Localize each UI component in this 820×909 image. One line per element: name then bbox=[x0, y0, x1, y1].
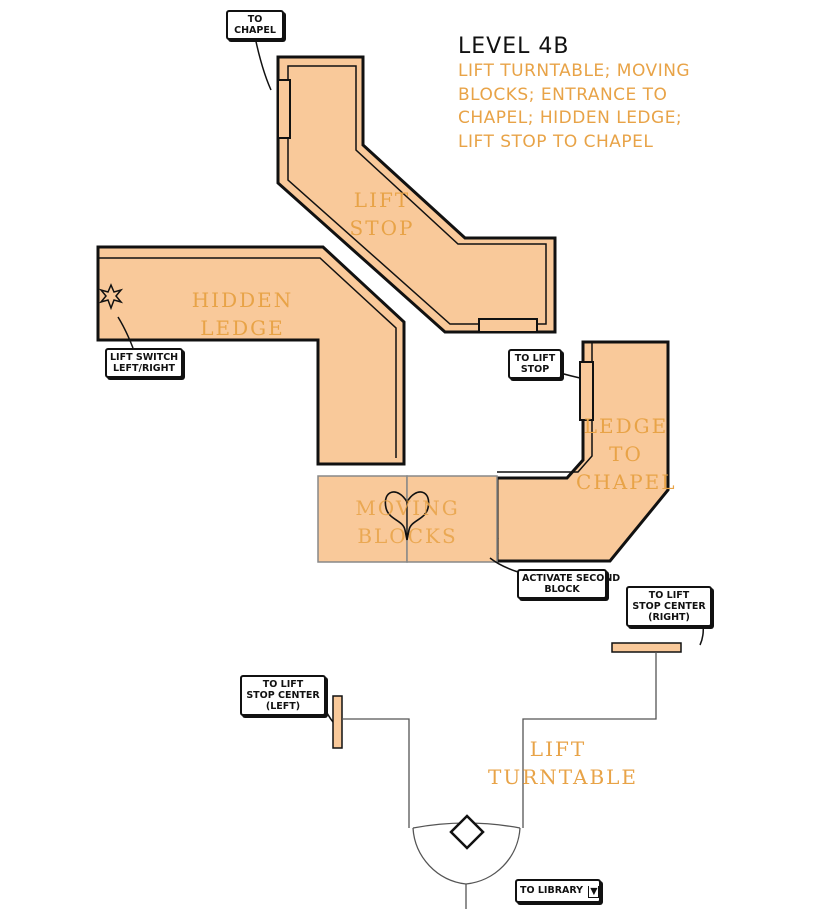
callout-line: STOP CENTER bbox=[246, 690, 320, 701]
moving-block-right[interactable] bbox=[406, 475, 498, 563]
moving-blocks-label: MOVING BLOCKS bbox=[350, 494, 465, 550]
callout-line: STOP bbox=[520, 364, 550, 375]
moving-blocks-area bbox=[317, 475, 498, 563]
area-label-line: STOP bbox=[349, 216, 415, 240]
to-lift-stop-center-left-callout[interactable]: TO LIFT STOP CENTER (LEFT) bbox=[240, 675, 326, 716]
callout-line: TO LIFT bbox=[648, 590, 690, 601]
hidden-ledge-area bbox=[96, 245, 406, 466]
ledge-to-chapel-exit bbox=[579, 361, 594, 421]
callout-line: CHAPEL bbox=[234, 25, 276, 36]
area-label-line: TURNTABLE bbox=[488, 765, 639, 789]
lift-stop-center-left-platform bbox=[332, 695, 343, 749]
callout-line: TO LIFT bbox=[514, 353, 556, 364]
to-library-callout[interactable]: TO LIBRARY ▼ bbox=[515, 879, 601, 903]
callout-line: TO bbox=[247, 14, 263, 25]
to-lift-stop-center-right-callout[interactable]: TO LIFT STOP CENTER (RIGHT) bbox=[626, 586, 712, 627]
lift-stop-bottom-exit bbox=[478, 318, 538, 333]
down-arrow-icon: ▼ bbox=[588, 886, 600, 898]
subtitle-line: LIFT TURNTABLE; MOVING bbox=[458, 61, 691, 81]
area-label-line: LIFT bbox=[529, 737, 587, 761]
subtitle-line: BLOCKS; ENTRANCE TO bbox=[458, 84, 668, 105]
activate-second-block-callout[interactable]: ACTIVATE SECOND BLOCK bbox=[517, 569, 621, 599]
callout-line: LIFT SWITCH bbox=[110, 352, 179, 363]
heart-icon bbox=[384, 491, 430, 541]
level-subtitle: LIFT TURNTABLE; MOVING BLOCKS; ENTRANCE … bbox=[458, 60, 728, 154]
moving-block-left[interactable] bbox=[317, 475, 408, 563]
area-label-line: TO bbox=[609, 442, 643, 466]
ledge-to-chapel-label: LEDGE TO CHAPEL bbox=[576, 412, 676, 496]
lift-turntable-area bbox=[332, 642, 682, 909]
hidden-ledge-label: HIDDEN LEDGE bbox=[191, 288, 294, 340]
area-label-line: LEDGE bbox=[583, 414, 669, 438]
turntable-switch-icon[interactable] bbox=[449, 814, 485, 850]
callout-line: ACTIVATE SECOND bbox=[522, 573, 621, 584]
callout-line: STOP CENTER bbox=[632, 601, 706, 612]
area-label-line: CHAPEL bbox=[576, 470, 677, 494]
subtitle-line: CHAPEL; HIDDEN LEDGE; bbox=[458, 108, 683, 128]
callout-line: LEFT/RIGHT bbox=[112, 363, 176, 374]
lift-stop-label: LIFT STOP bbox=[342, 186, 422, 242]
callout-line: TO LIBRARY bbox=[520, 885, 584, 896]
to-chapel-callout[interactable]: TO CHAPEL bbox=[226, 10, 284, 40]
callout-line: (LEFT) bbox=[265, 701, 301, 712]
lift-stop-center-right-platform bbox=[611, 642, 682, 653]
area-label-line: MOVING bbox=[355, 496, 460, 520]
subtitle-line: LIFT STOP TO CHAPEL bbox=[458, 131, 654, 152]
area-label-line: LIFT bbox=[353, 188, 411, 212]
star-burst-icon bbox=[98, 283, 124, 311]
lift-switch-callout[interactable]: LIFT SWITCH LEFT/RIGHT bbox=[105, 348, 183, 378]
callout-line: (RIGHT) bbox=[648, 612, 690, 623]
callout-line: BLOCK bbox=[544, 584, 580, 595]
to-lift-stop-callout[interactable]: TO LIFT STOP bbox=[508, 349, 562, 379]
level-title: LEVEL 4B bbox=[458, 34, 570, 59]
area-label-line: BLOCKS bbox=[357, 524, 458, 548]
callout-line: TO LIFT bbox=[262, 679, 304, 690]
lift-stop-top-exit bbox=[277, 79, 291, 139]
lift-turntable-label: LIFT TURNTABLE bbox=[488, 735, 639, 791]
lift-stop-area bbox=[276, 55, 557, 334]
